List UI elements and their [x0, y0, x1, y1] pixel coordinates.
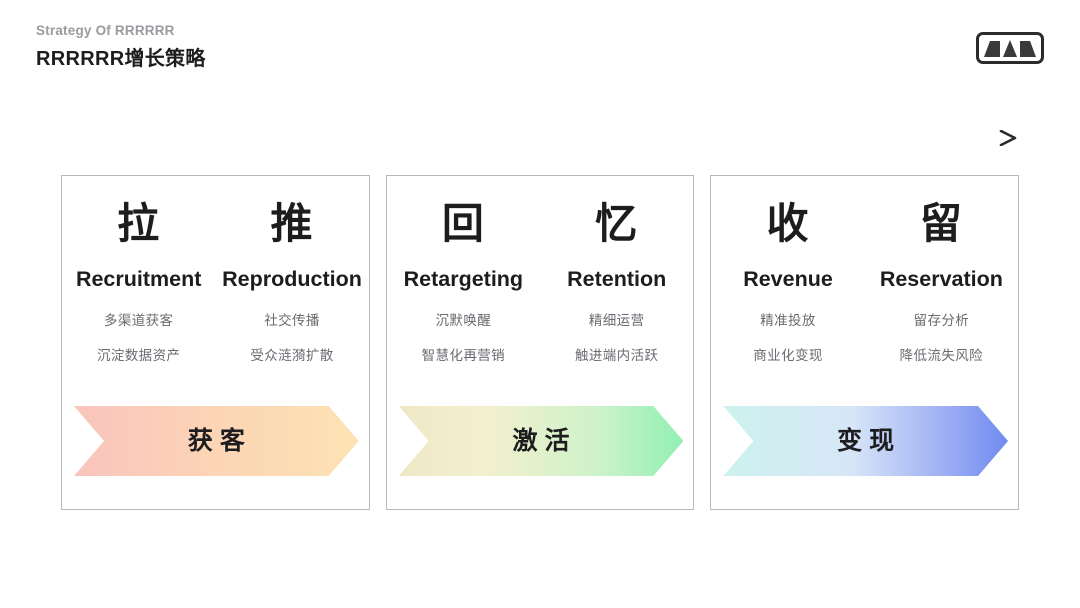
column-sub-item: 精细运营: [588, 313, 645, 328]
header-eyebrow: Strategy Of RRRRRR: [36, 23, 175, 38]
column-sub-item: 智慧化再营销: [421, 348, 506, 363]
column-glyph: 推: [270, 200, 314, 247]
stage-banner-label: 变现: [837, 427, 902, 455]
page-title: RRRRRR增长策略: [36, 48, 206, 70]
column-sub-item: 商业化变现: [753, 348, 823, 363]
column-sub-item: 沉默唤醒: [435, 313, 492, 328]
stage-banner-wrap: 获客: [74, 406, 359, 476]
card-column-left: 拉 Recruitment 多渠道获客 沉淀数据资产: [62, 198, 215, 367]
column-sub-item: 社交传播: [264, 313, 320, 328]
column-sub-item: 触进端内活跃: [574, 348, 659, 363]
column-sub-item: 留存分析: [913, 313, 970, 328]
progress-arrow: [57, 130, 1020, 146]
column-english-title: Revenue: [743, 267, 833, 291]
card-column-right: 推 Reproduction 社交传播 受众涟漪扩散: [215, 198, 368, 367]
page-header: Strategy Of RRRRRR RRRRRR增长策略: [36, 22, 1044, 82]
stage-banner[interactable]: 获客: [74, 406, 359, 476]
column-sub-item: 沉淀数据资产: [96, 348, 181, 363]
column-glyph: 忆: [595, 200, 639, 247]
column-sub-item: 受众涟漪扩散: [250, 348, 334, 363]
stage-banner-label: 激活: [512, 427, 577, 455]
column-glyph: 回: [441, 200, 485, 247]
stage-banner-wrap: 激活: [399, 406, 684, 476]
card-columns: 回 Retargeting 沉默唤醒 智慧化再营销 忆 Retention 精细…: [387, 198, 694, 367]
strategy-card-2[interactable]: 回 Retargeting 沉默唤醒 智慧化再营销 忆 Retention 精细…: [385, 175, 695, 510]
card-column-left: 收 Revenue 精准投放 商业化变现: [711, 198, 864, 367]
stage-banner-wrap: 变现: [723, 406, 1008, 476]
stage-banner[interactable]: 变现: [723, 406, 1008, 476]
card-columns: 收 Revenue 精准投放 商业化变现 留 Reservation 留存分析 …: [711, 198, 1018, 367]
column-english-title: Reservation: [879, 267, 1003, 291]
column-english-title: Reproduction: [222, 267, 362, 291]
stage-banner[interactable]: 激活: [399, 406, 684, 476]
card-column-right: 留 Reservation 留存分析 降低流失风险: [865, 198, 1018, 367]
card-columns: 拉 Recruitment 多渠道获客 沉淀数据资产 推 Reproductio…: [62, 198, 369, 367]
column-english-title: Retargeting: [403, 267, 524, 291]
strategy-cards: 拉 Recruitment 多渠道获客 沉淀数据资产 推 Reproductio…: [61, 175, 1020, 510]
strategy-card-1[interactable]: 拉 Recruitment 多渠道获客 沉淀数据资产 推 Reproductio…: [61, 175, 370, 510]
brand-logo-icon: [976, 32, 1044, 64]
column-glyph: 拉: [117, 200, 161, 247]
strategy-card-3[interactable]: 收 Revenue 精准投放 商业化变现 留 Reservation 留存分析 …: [710, 175, 1020, 510]
column-glyph: 留: [919, 200, 963, 247]
column-glyph: 收: [766, 200, 810, 247]
column-sub-item: 降低流失风险: [899, 348, 984, 363]
stage-banner-label: 获客: [187, 427, 252, 455]
column-english-title: Recruitment: [75, 267, 202, 291]
column-sub-item: 多渠道获客: [103, 313, 174, 328]
column-english-title: Retention: [567, 267, 667, 291]
card-column-left: 回 Retargeting 沉默唤醒 智慧化再营销: [387, 198, 540, 367]
card-column-right: 忆 Retention 精细运营 触进端内活跃: [540, 198, 693, 367]
column-sub-item: 精准投放: [760, 313, 816, 328]
